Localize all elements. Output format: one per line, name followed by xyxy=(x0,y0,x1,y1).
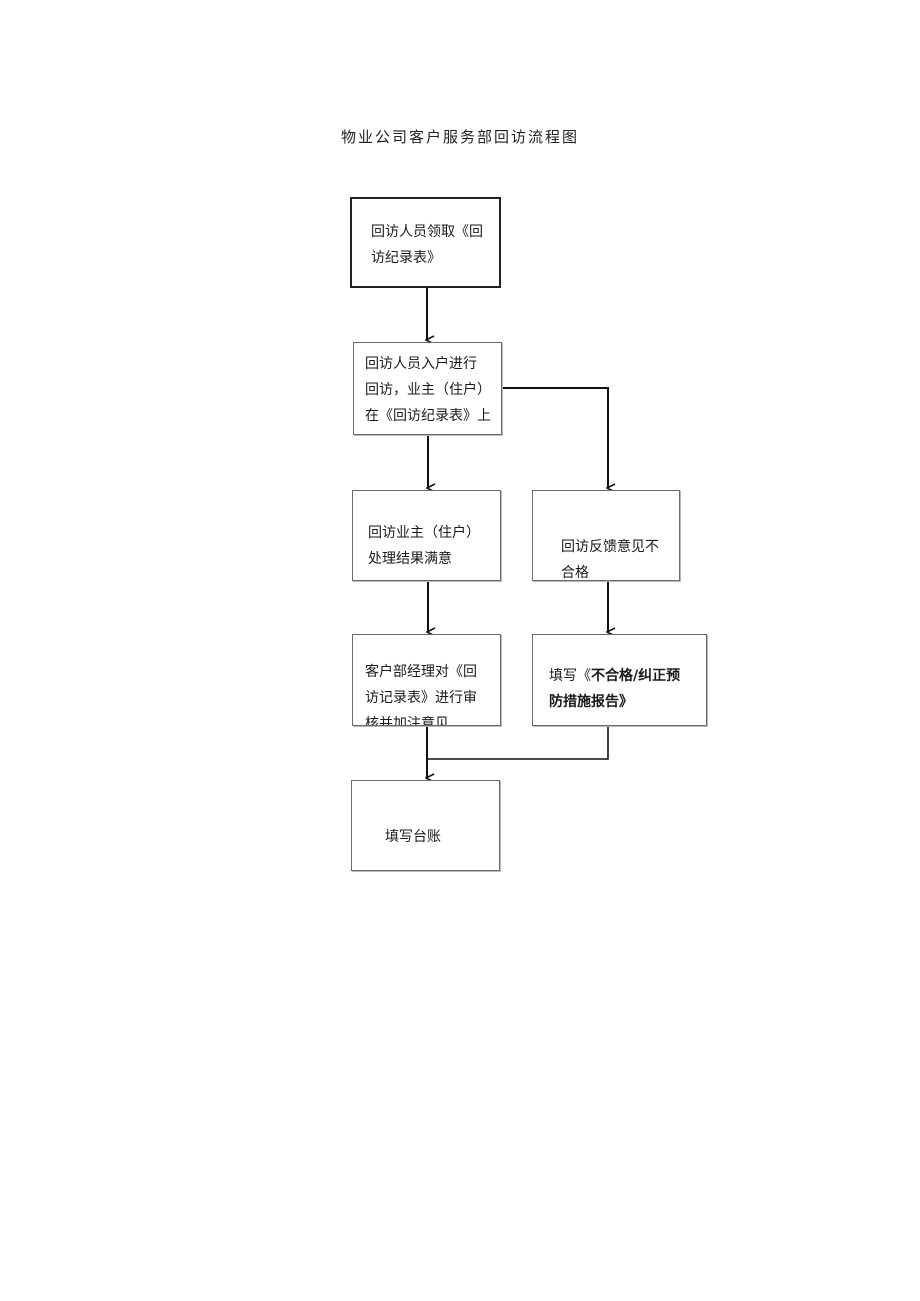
step6-report-name: 不合格/纠正预 xyxy=(591,668,681,684)
step5-line-3: 核并加注意见 xyxy=(365,716,449,726)
step5-line-1: 客户部经理对《回 xyxy=(365,664,477,680)
step2-box: 回访人员入户进行 回访，业主（住户） 在《回访纪录表》上 xyxy=(353,342,502,435)
step7-box: 填写台账 xyxy=(351,780,500,871)
step6-line-1: 填写《不合格/纠正预 xyxy=(549,668,681,684)
step3-line-2: 处理结果满意 xyxy=(368,551,452,567)
step5-line-2: 访记录表》进行审 xyxy=(365,690,477,706)
step4-box: 回访反馈意见不 合格 xyxy=(532,490,680,581)
step6-box: 填写《不合格/纠正预 防措施报告》 xyxy=(532,634,707,726)
step4-line-1: 回访反馈意见不 xyxy=(561,539,659,555)
step1-line-2: 访纪录表》 xyxy=(371,250,441,266)
step3-box: 回访业主（住户） 处理结果满意 xyxy=(352,490,501,581)
connector-step6-to-step7 xyxy=(427,726,609,760)
step1-box: 回访人员领取《回 访纪录表》 xyxy=(350,197,501,288)
step7-line-1: 填写台账 xyxy=(385,829,441,845)
step2-line-3: 在《回访纪录表》上 xyxy=(365,408,491,424)
arrow-step2-to-step4 xyxy=(502,387,608,488)
step3-line-1: 回访业主（住户） xyxy=(368,525,480,541)
step5-box: 客户部经理对《回 访记录表》进行审 核并加注意见 xyxy=(352,634,501,726)
step6-line-2: 防措施报告》 xyxy=(549,694,633,710)
step4-line-2: 合格 xyxy=(561,565,589,581)
step2-line-1: 回访人员入户进行 xyxy=(365,356,477,372)
step1-line-1: 回访人员领取《回 xyxy=(371,224,483,240)
page-title: 物业公司客户服务部回访流程图 xyxy=(340,128,579,146)
step2-line-2: 回访，业主（住户） xyxy=(365,382,491,398)
